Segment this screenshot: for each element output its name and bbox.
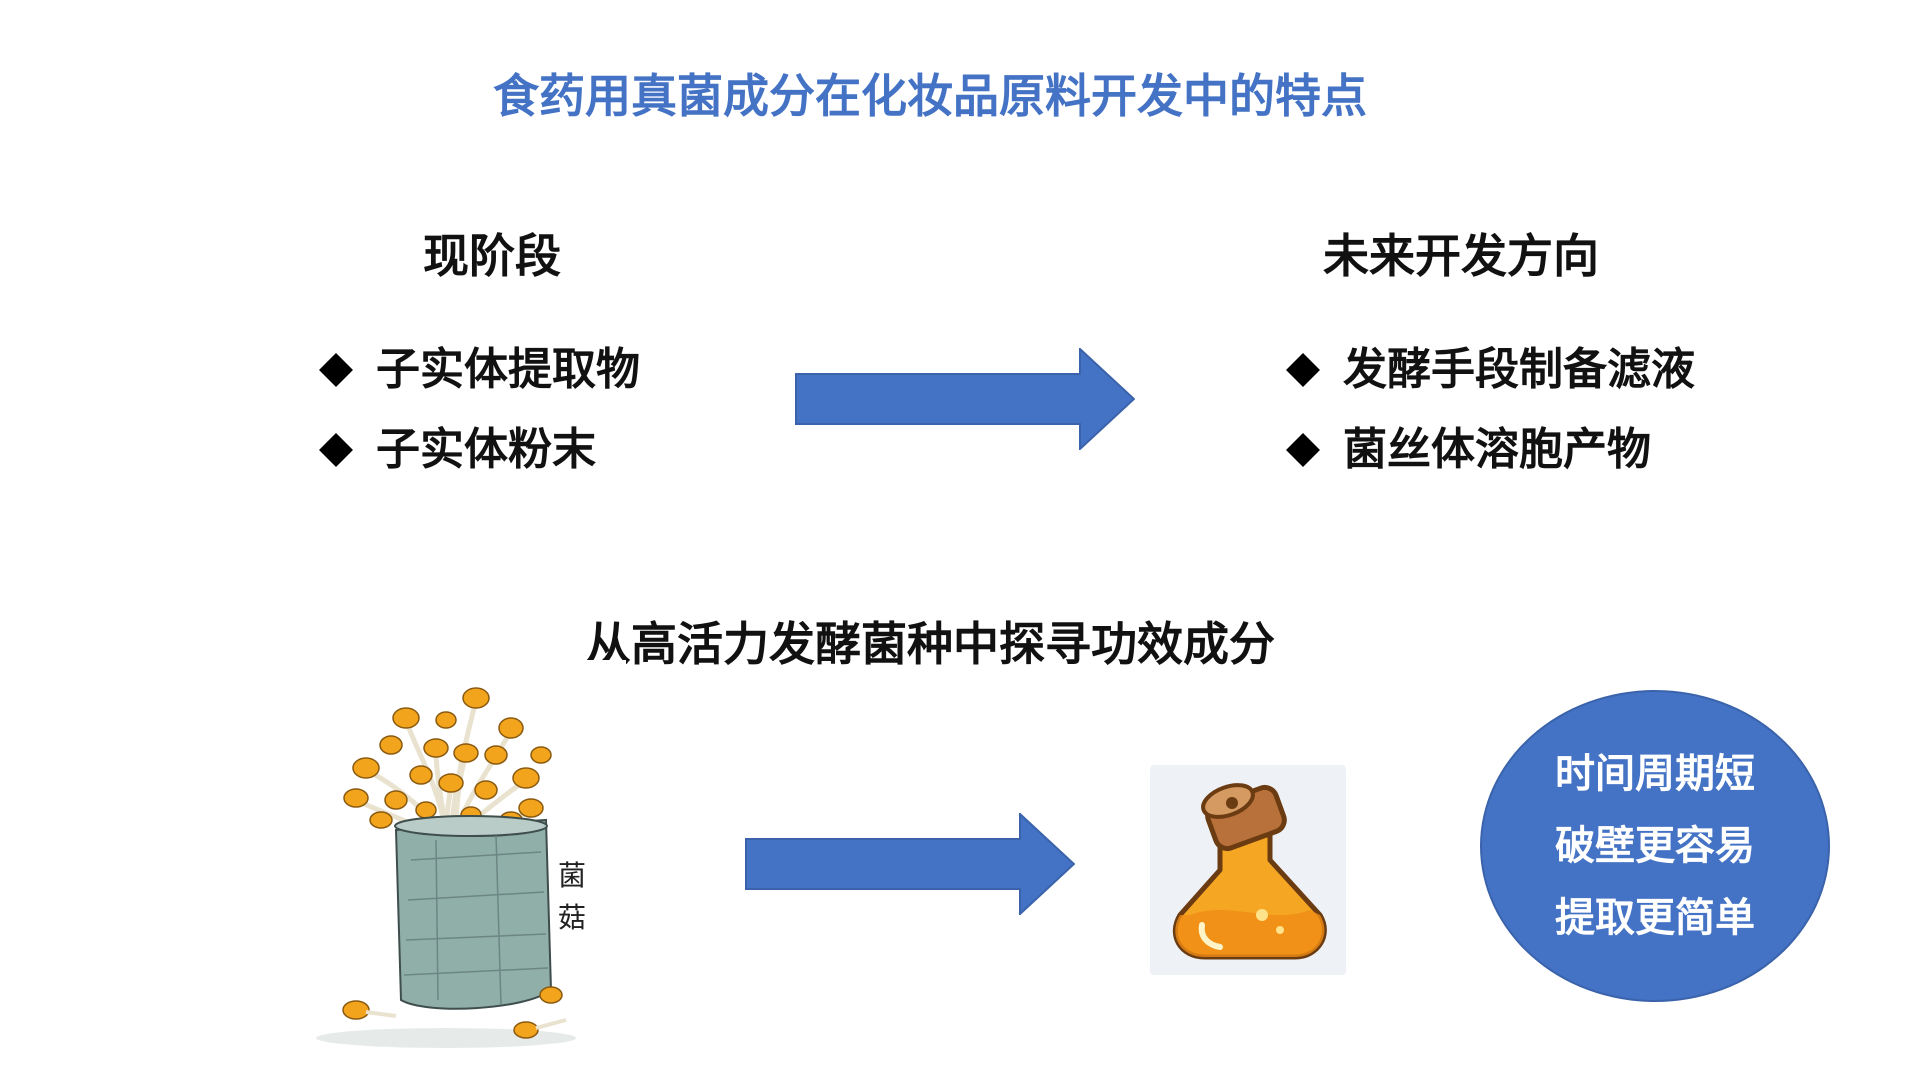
advantages-circle: 时间周期短 破壁更容易 提取更简单	[1480, 690, 1830, 1002]
list-item-label: 菌丝体溶胞产物	[1343, 424, 1651, 475]
can-label-char: 菌	[558, 859, 587, 892]
list-item-label: 发酵手段制备滤液	[1343, 344, 1695, 395]
advantage-item: 提取更简单	[1555, 895, 1755, 941]
diamond-bullet-icon	[1286, 433, 1320, 467]
diamond-bullet-icon	[1286, 353, 1320, 387]
list-item-label: 子实体粉末	[376, 424, 596, 475]
diamond-bullet-icon	[319, 353, 353, 387]
advantage-item: 破壁更容易	[1555, 823, 1755, 869]
can-label-char: 菇	[558, 901, 587, 934]
list-item: 菌丝体溶胞产物	[1285, 410, 1695, 490]
arrow-right-icon	[795, 348, 1135, 450]
diamond-bullet-icon	[319, 433, 353, 467]
list-item: 子实体粉末	[318, 410, 640, 490]
potion-bottle-icon	[1150, 765, 1346, 975]
list-item: 子实体提取物	[318, 330, 640, 410]
current-stage-heading: 现阶段	[423, 229, 561, 283]
current-stage-list: 子实体提取物 子实体粉末	[318, 330, 640, 490]
subheading: 从高活力发酵菌种中探寻功效成分	[585, 617, 1275, 671]
arrow-right-icon	[745, 813, 1075, 915]
future-direction-heading: 未来开发方向	[1323, 229, 1599, 283]
list-item: 发酵手段制备滤液	[1285, 330, 1695, 410]
can-label: 菌 菇	[558, 855, 586, 939]
list-item-label: 子实体提取物	[376, 344, 640, 395]
future-direction-list: 发酵手段制备滤液 菌丝体溶胞产物	[1285, 330, 1695, 490]
slide-title: 食药用真菌成分在化妆品原料开发中的特点	[493, 69, 1367, 123]
advantage-item: 时间周期短	[1555, 751, 1755, 797]
mushroom-can-illustration: 菌 菇	[296, 660, 626, 1060]
